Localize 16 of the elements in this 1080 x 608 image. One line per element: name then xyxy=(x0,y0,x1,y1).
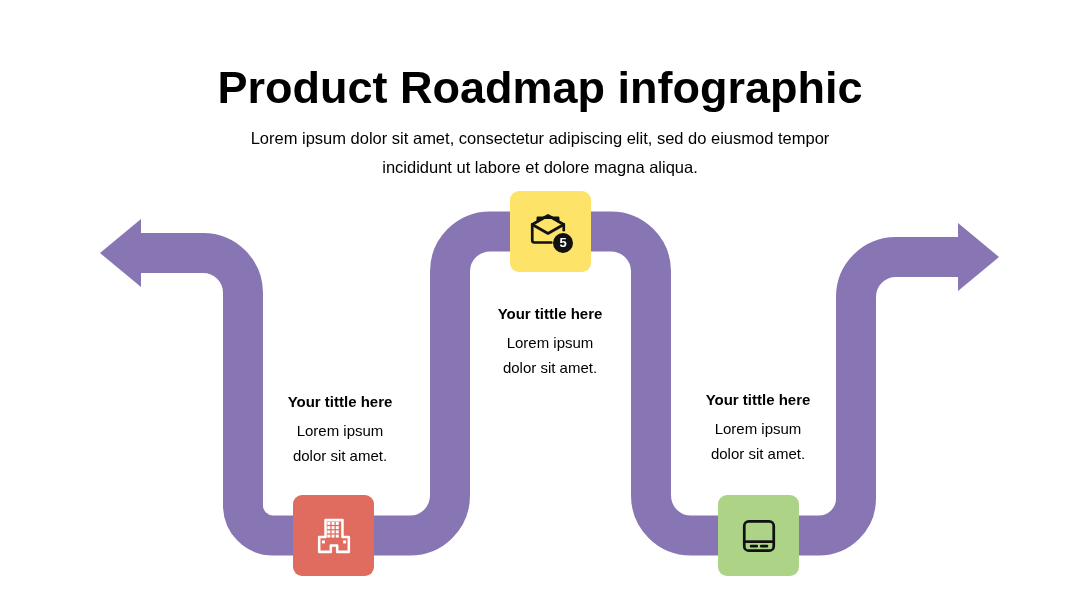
milestone-tile xyxy=(293,495,374,576)
step-title: Your tittle here xyxy=(497,304,603,324)
subtitle: Lorem ipsum dolor sit amet, consectetur adipiscing elit, sed do eiusmod tempor incididunt ut labore et dolore magna aliqua. xyxy=(250,128,830,178)
milestone-tile xyxy=(718,495,799,576)
step-title: Your tittle here xyxy=(287,392,393,412)
step-description: Lorem ipsum dolor sit amet. xyxy=(710,419,806,464)
road-arrow xyxy=(100,219,293,556)
road-arrow xyxy=(799,223,999,556)
step-description: Lorem ipsum dolor sit amet. xyxy=(502,333,598,378)
road-segment xyxy=(374,211,510,556)
road-segment xyxy=(591,211,718,556)
title: Product Roadmap infographic xyxy=(217,61,863,115)
milestone-tile xyxy=(510,191,591,272)
step-title: Your tittle here xyxy=(705,390,811,410)
notification-count: 5 xyxy=(553,233,573,253)
step-description: Lorem ipsum dolor sit amet. xyxy=(292,421,388,466)
